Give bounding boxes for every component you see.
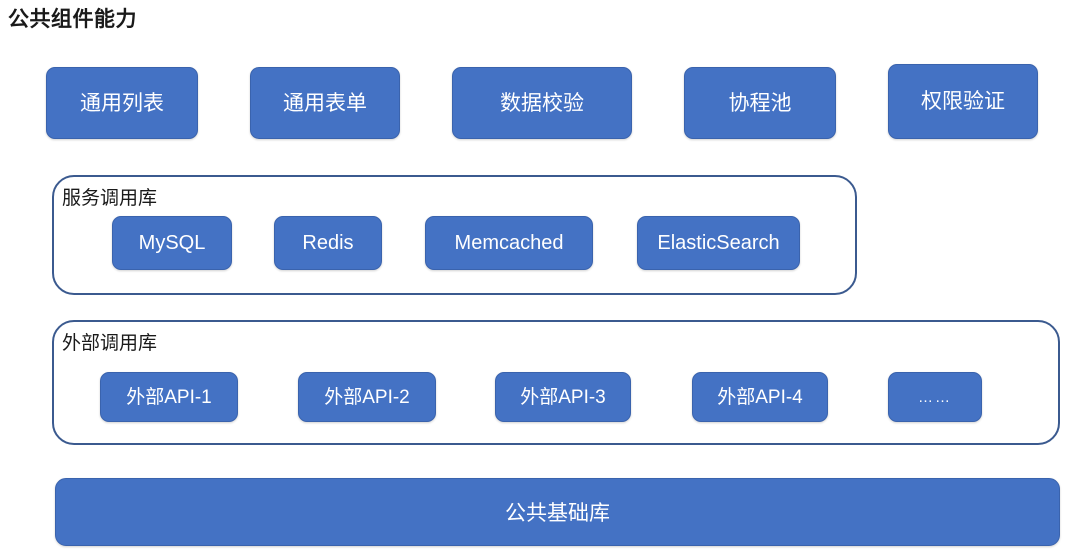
- external-api-chip-1[interactable]: 外部API-1: [100, 372, 238, 422]
- base-library-bar[interactable]: 公共基础库: [55, 478, 1060, 546]
- capability-chip-3[interactable]: 数据校验: [452, 67, 632, 139]
- external-library-label: 外部调用库: [62, 333, 158, 354]
- external-api-chip-4[interactable]: 外部API-4: [692, 372, 828, 422]
- external-library-group: [52, 320, 1060, 445]
- service-chip-3[interactable]: Memcached: [425, 216, 593, 270]
- external-api-chip-3[interactable]: 外部API-3: [495, 372, 631, 422]
- service-chip-2[interactable]: Redis: [274, 216, 382, 270]
- capability-chip-5[interactable]: 权限验证: [888, 64, 1038, 139]
- more-chip[interactable]: ……: [888, 372, 982, 422]
- service-library-label: 服务调用库: [62, 188, 158, 209]
- external-api-chip-2[interactable]: 外部API-2: [298, 372, 436, 422]
- capability-chip-1[interactable]: 通用列表: [46, 67, 198, 139]
- service-library-group: [52, 175, 857, 295]
- capability-chip-2[interactable]: 通用表单: [250, 67, 400, 139]
- capability-chip-4[interactable]: 协程池: [684, 67, 836, 139]
- page-title: 公共组件能力: [8, 8, 137, 31]
- service-chip-1[interactable]: MySQL: [112, 216, 232, 270]
- service-chip-4[interactable]: ElasticSearch: [637, 216, 800, 270]
